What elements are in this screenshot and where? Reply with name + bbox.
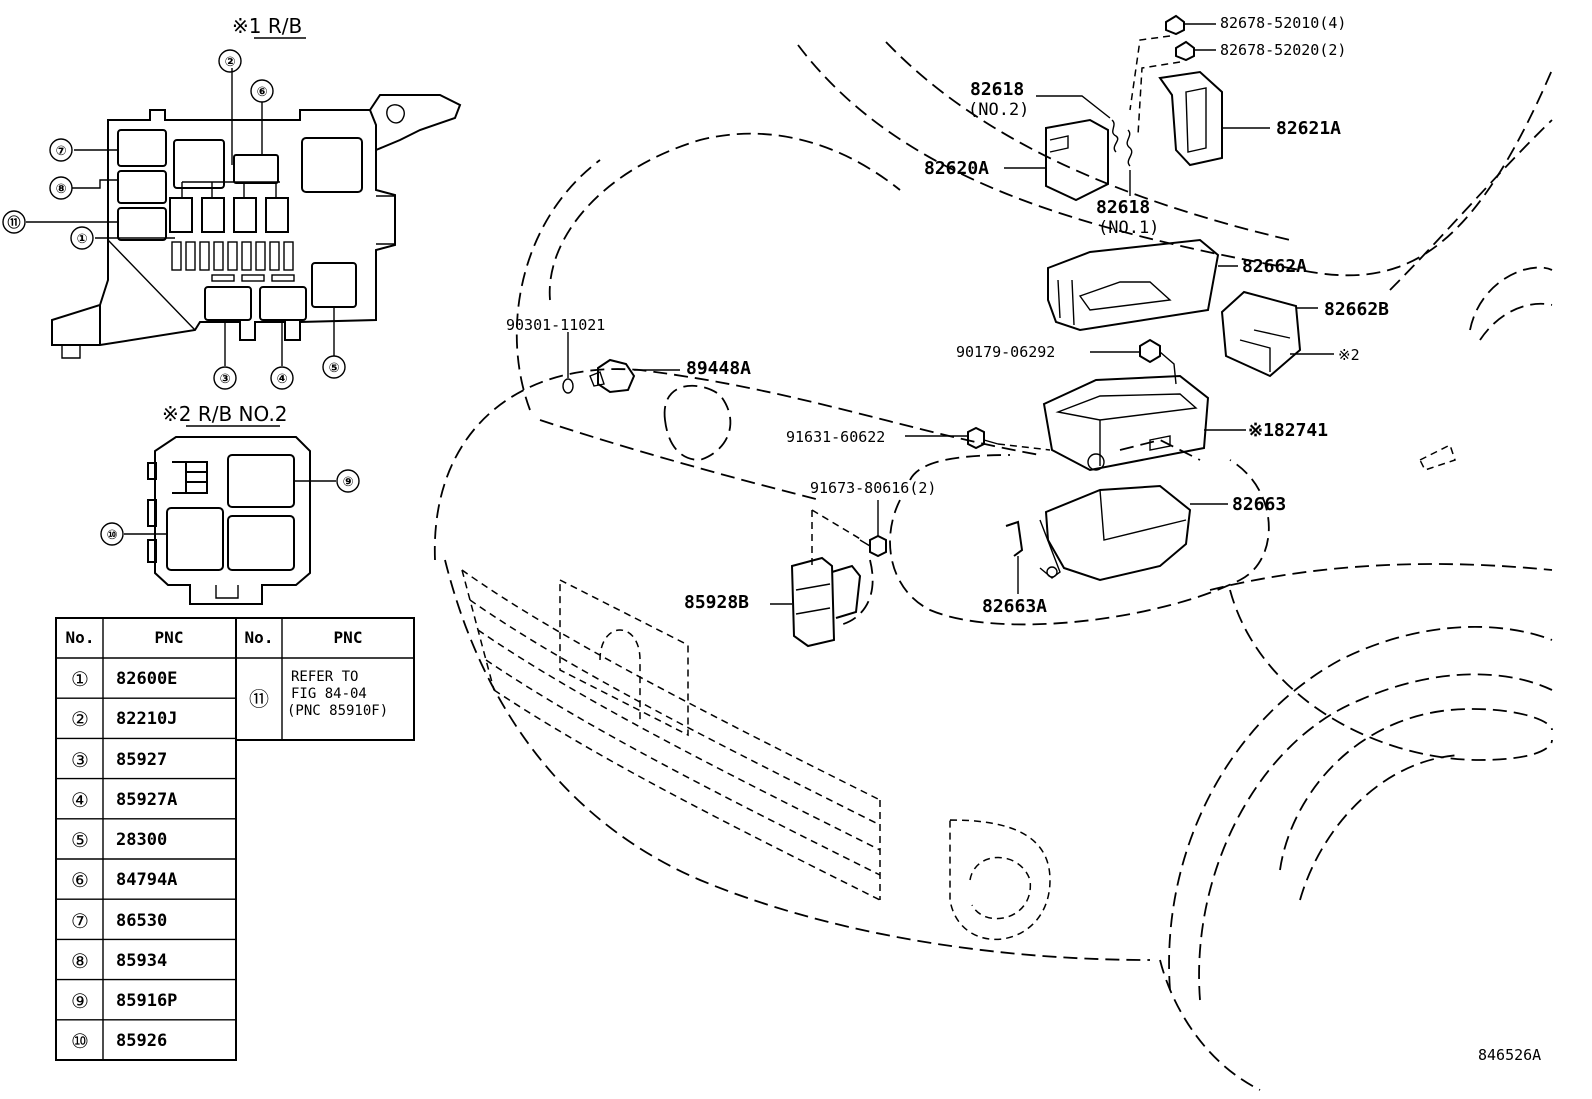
- svg-text:⑨: ⑨: [342, 475, 353, 490]
- svg-text:(PNC 85910F): (PNC 85910F): [287, 703, 388, 719]
- svg-text:③: ③: [71, 748, 89, 772]
- part-85928B: 85928B: [684, 592, 749, 613]
- part-90179-06292: 90179-06292: [956, 343, 1055, 361]
- part-82618-no2: 82618: [970, 79, 1024, 100]
- svg-text:85926: 85926: [116, 1031, 167, 1051]
- callout-10: ⑩: [100, 522, 124, 546]
- part-82663: 82663: [1232, 494, 1286, 515]
- col-no-header-2: No.: [245, 628, 274, 647]
- part-82662A: 82662A: [1242, 256, 1307, 277]
- pnc-table: No. PNC No. PNC ① 82600E ② 82210J ③ 85927 ④…: [55, 617, 415, 1061]
- svg-text:②: ②: [71, 707, 89, 731]
- rb-callouts: ② ⑥ ⑦ ⑧ ⑪ ① ③ ④ ⑤: [2, 49, 346, 390]
- svg-text:⑩: ⑩: [106, 528, 117, 543]
- part-82618-no1-sub: (NO.1): [1098, 218, 1159, 238]
- svg-text:①: ①: [71, 667, 89, 691]
- col-pnc-header: PNC: [155, 628, 184, 647]
- rb-box-drawing: ※1 R/B: [26, 14, 462, 366]
- table-row-6: ⑥ 84794A: [71, 868, 177, 892]
- table-row-2: ② 82210J: [71, 707, 177, 731]
- callout-4: ④: [270, 366, 294, 390]
- svg-text:⑤: ⑤: [71, 828, 89, 852]
- table-row-10: ⑩ 85926: [71, 1029, 167, 1053]
- table-row-1: ① 82600E: [71, 667, 177, 691]
- svg-text:85916P: 85916P: [116, 991, 177, 1011]
- part-91673-80616: 91673-80616(2): [810, 479, 936, 497]
- svg-text:⑪: ⑪: [7, 215, 20, 231]
- svg-text:⑥: ⑥: [256, 85, 267, 100]
- table-row-9: ⑨ 85916P: [71, 989, 177, 1013]
- svg-text:④: ④: [71, 788, 89, 812]
- callout-8: ⑧: [49, 176, 73, 200]
- part-90301-11021: 90301-11021: [506, 316, 605, 334]
- svg-text:85927: 85927: [116, 750, 167, 770]
- callout-2: ②: [218, 49, 242, 73]
- svg-text:⑦: ⑦: [55, 144, 66, 159]
- svg-text:①: ①: [76, 232, 87, 247]
- svg-text:③: ③: [219, 372, 230, 387]
- table-row-4: ④ 85927A: [71, 788, 177, 812]
- svg-text:82210J: 82210J: [116, 709, 177, 729]
- part-82618-no1: 82618: [1096, 197, 1150, 218]
- svg-text:⑪: ⑪: [249, 687, 269, 711]
- part-82678-52010: 82678-52010(4): [1220, 14, 1346, 32]
- part-82741: ※182741: [1248, 420, 1328, 441]
- part-89448A: 89448A: [686, 358, 751, 379]
- rb-no2-drawing: ※2 R/B NO.2: [124, 402, 336, 605]
- svg-text:FIG 84-04: FIG 84-04: [291, 686, 367, 702]
- part-rb-no2-ref: ※2: [1338, 346, 1360, 364]
- part-82620A: 82620A: [924, 158, 989, 179]
- table-row-7: ⑦ 86530: [71, 909, 167, 933]
- table-row-3: ③ 85927: [71, 748, 167, 772]
- part-82662B: 82662B: [1324, 299, 1389, 320]
- svg-text:⑧: ⑧: [55, 182, 66, 197]
- rb-no2-header: ※2 R/B NO.2: [162, 402, 288, 426]
- svg-text:②: ②: [224, 55, 235, 70]
- svg-text:85927A: 85927A: [116, 790, 177, 810]
- part-labels: 82678-52010(4) 82678-52020(2) 82618 (NO.…: [506, 14, 1389, 617]
- col-no-header: No.: [66, 628, 95, 647]
- callout-3: ③: [213, 366, 237, 390]
- part-91631-60622: 91631-60622: [786, 428, 885, 446]
- svg-text:86530: 86530: [116, 911, 167, 931]
- callout-1: ①: [70, 226, 94, 250]
- callout-6: ⑥: [250, 79, 274, 103]
- rb-header: ※1 R/B: [232, 14, 302, 38]
- svg-text:⑩: ⑩: [71, 1029, 89, 1053]
- svg-text:⑧: ⑧: [71, 949, 89, 973]
- svg-text:82600E: 82600E: [116, 669, 177, 689]
- svg-text:28300: 28300: [116, 830, 167, 850]
- svg-text:REFER TO: REFER TO: [291, 669, 358, 685]
- svg-text:⑥: ⑥: [71, 868, 89, 892]
- part-82621A: 82621A: [1276, 118, 1341, 139]
- figure-code: 846526A: [1478, 1046, 1541, 1064]
- svg-text:⑨: ⑨: [71, 989, 89, 1013]
- callout-9: ⑨: [336, 469, 360, 493]
- svg-text:⑦: ⑦: [71, 909, 89, 933]
- callout-5: ⑤: [322, 355, 346, 379]
- callout-11: ⑪: [2, 210, 26, 234]
- callout-7: ⑦: [49, 138, 73, 162]
- part-82618-no2-sub: (NO.2): [968, 100, 1029, 120]
- table-ref-row: ⑪ REFER TO FIG 84-04 (PNC 85910F): [249, 669, 388, 719]
- svg-text:⑤: ⑤: [328, 361, 339, 376]
- part-82663A: 82663A: [982, 596, 1047, 617]
- svg-text:85934: 85934: [116, 951, 167, 971]
- svg-text:④: ④: [276, 372, 287, 387]
- car-body-outline: [434, 41, 1553, 1091]
- exploded-parts: [562, 14, 1334, 648]
- table-row-8: ⑧ 85934: [71, 949, 167, 973]
- part-82678-52020: 82678-52020(2): [1220, 41, 1346, 59]
- table-row-5: ⑤ 28300: [71, 828, 167, 852]
- svg-text:84794A: 84794A: [116, 870, 177, 890]
- col-pnc-header-2: PNC: [334, 628, 363, 647]
